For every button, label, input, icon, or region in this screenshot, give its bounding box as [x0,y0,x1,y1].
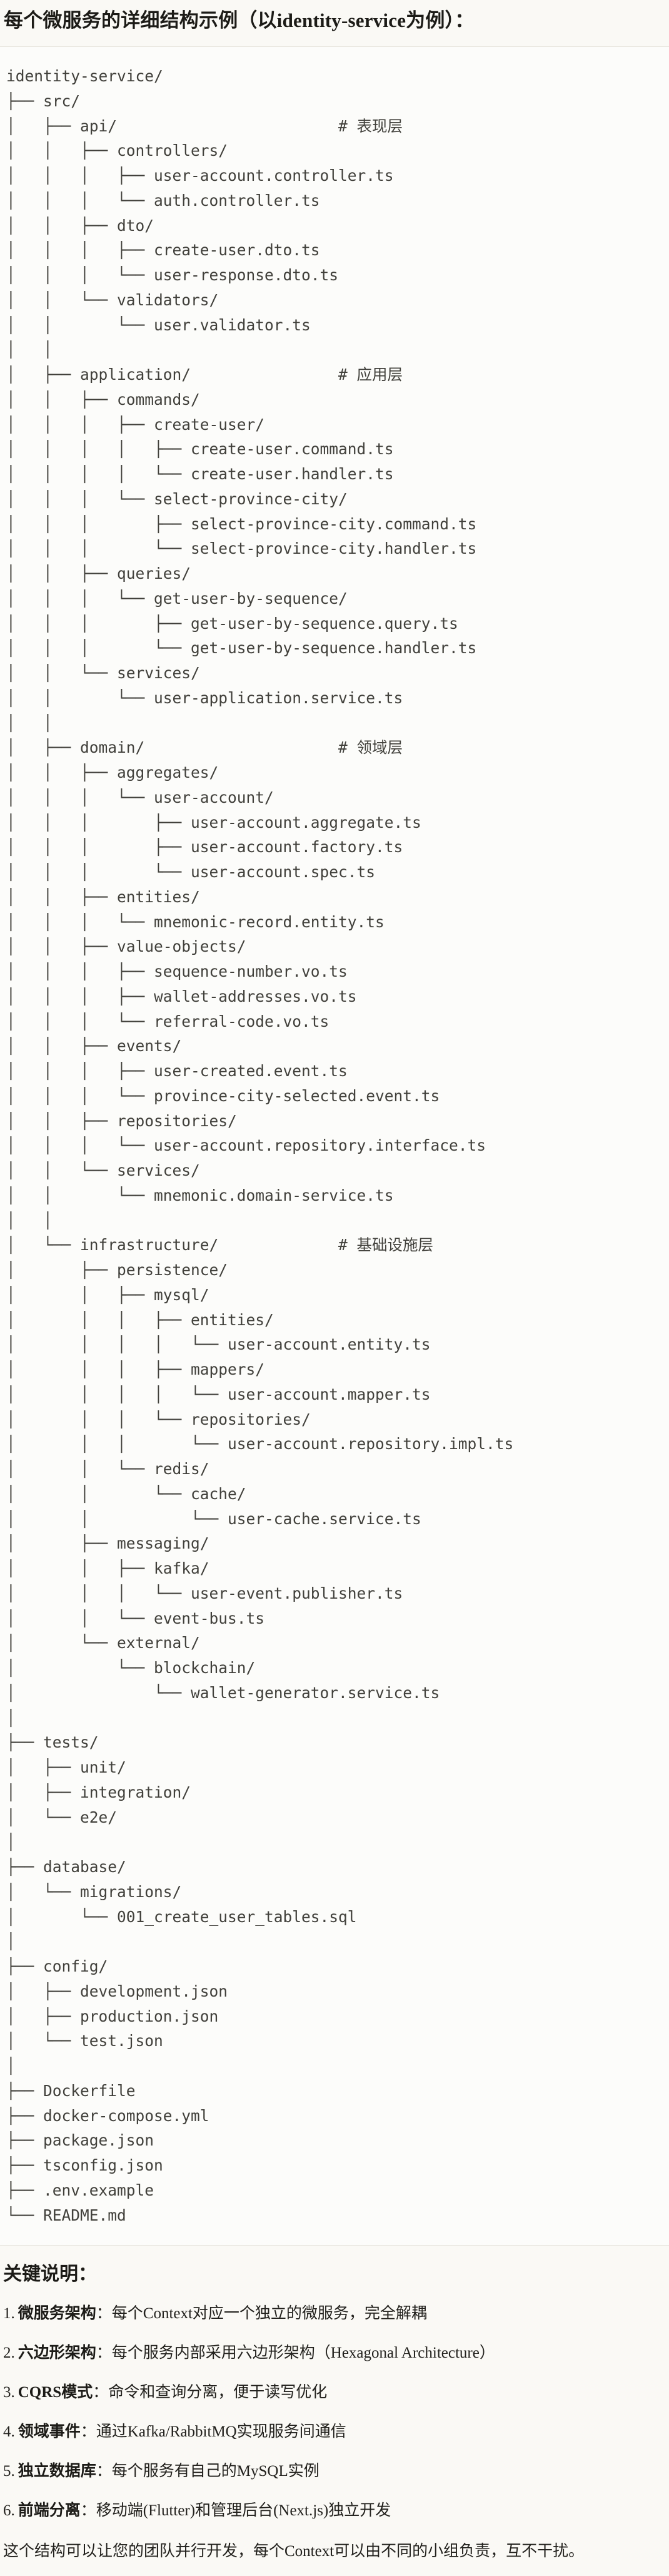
note-number: 6. [3,2502,15,2520]
note-label: 领域事件 [18,2423,81,2441]
notes-footer: 这个结构可以让您的团队并行开发，每个Context可以由不同的小组负责，互不干扰… [3,2543,585,2560]
directory-tree-block: identity-service/ ├── src/ │ ├── api/ # … [0,46,669,2246]
note-text: ：每个服务有自己的MySQL实例 [96,2463,319,2480]
note-item: 3.CQRS模式：命令和查询分离，便于读写优化 [3,2380,664,2405]
note-label: 微服务架构 [18,2305,96,2323]
note-label: CQRS模式 [18,2384,93,2401]
note-number: 2. [3,2344,15,2362]
note-label: 独立数据库 [18,2463,96,2480]
note-text: ：移动端(Flutter)和管理后台(Next.js)独立开发 [80,2502,391,2520]
note-item: 6.前端分离：移动端(Flutter)和管理后台(Next.js)独立开发 [3,2498,664,2523]
note-number: 3. [3,2384,15,2401]
note-number: 5. [3,2463,15,2480]
note-item: 5.独立数据库：每个服务有自己的MySQL实例 [3,2459,664,2484]
note-text: ：每个服务内部采用六边形架构（Hexagonal Architecture） [96,2344,495,2362]
directory-tree: identity-service/ ├── src/ │ ├── api/ # … [6,67,514,2224]
note-item: 1.微服务架构：每个Context对应一个独立的微服务，完全解耦 [3,2301,664,2326]
note-item: 2.六边形架构：每个服务内部采用六边形架构（Hexagonal Architec… [3,2341,664,2366]
notes-heading: 关键说明： [3,2264,97,2285]
note-label: 六边形架构 [18,2344,96,2362]
page-title: 每个微服务的详细结构示例（以identity-service为例）： [4,9,475,31]
note-text: ：命令和查询分离，便于读写优化 [93,2384,328,2401]
doc-header: 每个微服务的详细结构示例（以identity-service为例）： [0,0,669,46]
notes-section: 关键说明： 1.微服务架构：每个Context对应一个独立的微服务，完全解耦 2… [0,2246,669,2573]
note-number: 1. [3,2305,15,2323]
note-number: 4. [3,2423,15,2441]
note-label: 前端分离 [18,2502,81,2520]
note-text: ：每个Context对应一个独立的微服务，完全解耦 [96,2305,427,2323]
note-text: ：通过Kafka/RabbitMQ实现服务间通信 [80,2423,346,2441]
note-item: 4.领域事件：通过Kafka/RabbitMQ实现服务间通信 [3,2420,664,2445]
notes-list: 1.微服务架构：每个Context对应一个独立的微服务，完全解耦 2.六边形架构… [3,2301,664,2523]
